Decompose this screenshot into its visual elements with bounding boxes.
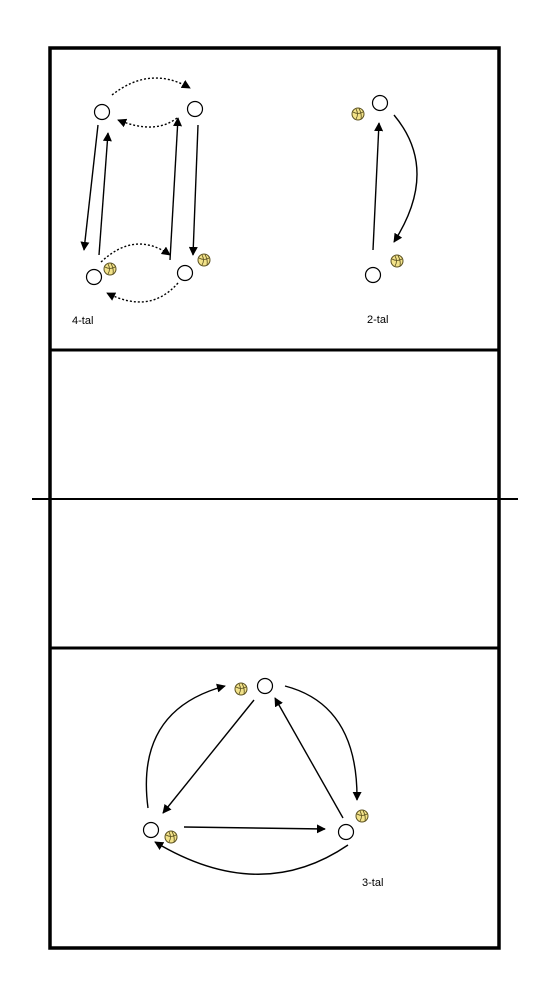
- dotted-run-arrow: [106, 282, 179, 303]
- pass-arrow: [183, 824, 326, 834]
- drill-label-two: 2-tal: [367, 314, 388, 326]
- volleyball-icon: [390, 254, 404, 268]
- drill-four-players: 4-tal: [72, 77, 211, 327]
- volleyball-icon: [355, 809, 369, 823]
- player-circle-icon: [176, 264, 194, 282]
- pass-arrow-curved: [284, 685, 362, 801]
- player-circle-icon: [142, 821, 160, 839]
- dotted-run-arrow: [100, 243, 171, 263]
- pass-arrow: [169, 117, 183, 261]
- drill-two-players: 2-tal: [351, 94, 418, 326]
- pass-arrow-curved: [145, 683, 226, 809]
- pass-arrow: [372, 122, 384, 251]
- pass-arrow-curved: [154, 841, 349, 875]
- drill-label-four: 4-tal: [72, 315, 93, 327]
- volleyball-icon: [197, 253, 211, 267]
- volleyball-icon: [103, 262, 117, 276]
- volleyball-icon: [351, 107, 365, 121]
- player-circle-icon: [256, 677, 274, 695]
- player-circle-icon: [93, 103, 111, 121]
- drill-three-players: 3-tal: [142, 677, 383, 889]
- pass-arrow: [80, 124, 99, 251]
- player-circle-icon: [337, 823, 355, 841]
- drill-label-three: 3-tal: [362, 877, 383, 889]
- dotted-run-arrow: [117, 117, 178, 128]
- player-circle-icon: [371, 94, 389, 112]
- volleyball-icon: [234, 682, 248, 696]
- pass-arrow: [98, 132, 112, 256]
- pass-arrow-curved: [393, 114, 418, 243]
- dotted-run-arrow: [111, 77, 191, 96]
- player-circle-icon: [186, 100, 204, 118]
- player-circle-icon: [85, 268, 103, 286]
- volleyball-icon: [164, 830, 178, 844]
- pass-arrow: [188, 124, 199, 256]
- pass-arrow: [162, 699, 255, 814]
- player-circle-icon: [364, 266, 382, 284]
- pass-arrow: [274, 697, 344, 819]
